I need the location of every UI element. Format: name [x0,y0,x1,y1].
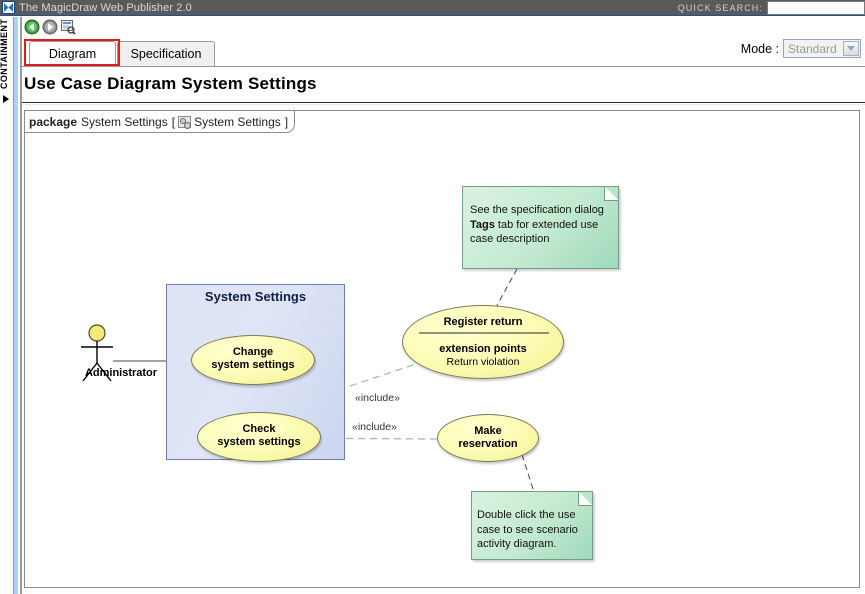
window-title: The MagicDraw Web Publisher 2.0 [19,1,192,14]
mode-selector-group: Mode : Standard [741,39,861,58]
note-fold-icon [578,491,593,506]
frame-keyword: package [29,114,78,129]
actor-administrator-label: Administrator [84,367,158,379]
triangle-right-icon[interactable] [3,95,9,103]
mode-dropdown-value: Standard [788,41,837,56]
note-scenario-line2: case to see scenario [477,523,578,536]
use-case-change-system-settings[interactable] [191,335,315,385]
tab-diagram-label: Diagram [48,47,97,61]
use-case-make-reservation-label: Make reservation [458,425,518,450]
use-case-diagram-icon [178,115,192,129]
page-title: Use Case Diagram System Settings [24,74,317,93]
note-tags-line1: See the specification dialog [470,204,604,216]
mode-label: Mode : [740,41,779,56]
frame-bracket-open: [ [171,114,176,129]
mode-dropdown[interactable]: Standard [783,39,861,58]
use-case-change-system-settings-label: Change system settings [211,346,295,371]
back-icon[interactable] [24,19,40,35]
note-scenario[interactable] [471,491,593,560]
diagram-frame: package System Settings [ System Setting… [24,110,860,588]
chevron-down-icon[interactable] [843,41,859,56]
sidebar-accent-bar [14,17,18,594]
register-return-compartment-divider [419,332,549,334]
frame-diagram-name: System Settings [194,114,281,129]
use-case-make-reservation[interactable] [437,414,539,462]
use-case-check-system-settings[interactable] [197,412,321,462]
view-tabs: Diagram Specification Mode : Standard [22,36,865,67]
diagram-frame-header: package System Settings [ System Setting… [25,111,296,133]
tab-specification-label: Specification [130,47,202,61]
use-case-register-return-extension-point: Return violation [446,356,520,368]
use-case-register-return-compartment-title: extension points [439,343,527,355]
note-scenario-line1: Double click the use [477,509,576,521]
title-bar: The MagicDraw Web Publisher 2.0 QUICK SE… [0,0,865,16]
sidebar-divider [20,17,22,594]
use-case-check-system-settings-label: Check system settings [217,423,301,448]
quick-search-input[interactable] [767,1,865,15]
diagram-canvas[interactable]: System Settings Administrator Change sys… [25,111,859,587]
magicdraw-logo-icon [2,1,15,14]
quick-search-area: QUICK SEARCH: [678,0,865,16]
package-title: System Settings [204,289,307,304]
note-tags-text: See the specification dialog Tags tab fo… [470,203,620,247]
navigation-toolbar [22,17,865,36]
title-divider-secondary [22,104,865,105]
note-scenario-text: Double click the use case to see scenari… [477,508,595,552]
note-fold-icon [604,186,619,201]
containment-sidebar[interactable]: CONTAINMENT [0,17,14,594]
frame-bracket-close: ] [284,114,289,129]
find-in-document-icon[interactable] [60,19,76,35]
actor-administrator-figure [81,324,113,382]
note-tags[interactable] [462,186,619,269]
note-tags-line3: case description [470,233,550,245]
include-label-make-check: «include» [352,421,397,433]
note-tags-line2-rest: tab for extended use [494,218,599,231]
title-divider [22,102,865,103]
tab-specification[interactable]: Specification [117,41,215,66]
note-tags-bold: Tags [470,218,495,231]
quick-search-label: QUICK SEARCH: [677,3,763,13]
include-label-register-check: «include» [355,392,400,404]
use-case-register-return[interactable] [402,305,564,379]
forward-icon[interactable] [42,19,58,35]
tab-diagram[interactable]: Diagram [29,41,116,66]
note-scenario-line3: activity diagram. [477,538,557,550]
frame-name: System Settings [81,114,168,129]
use-case-register-return-label: Register return [443,316,523,328]
